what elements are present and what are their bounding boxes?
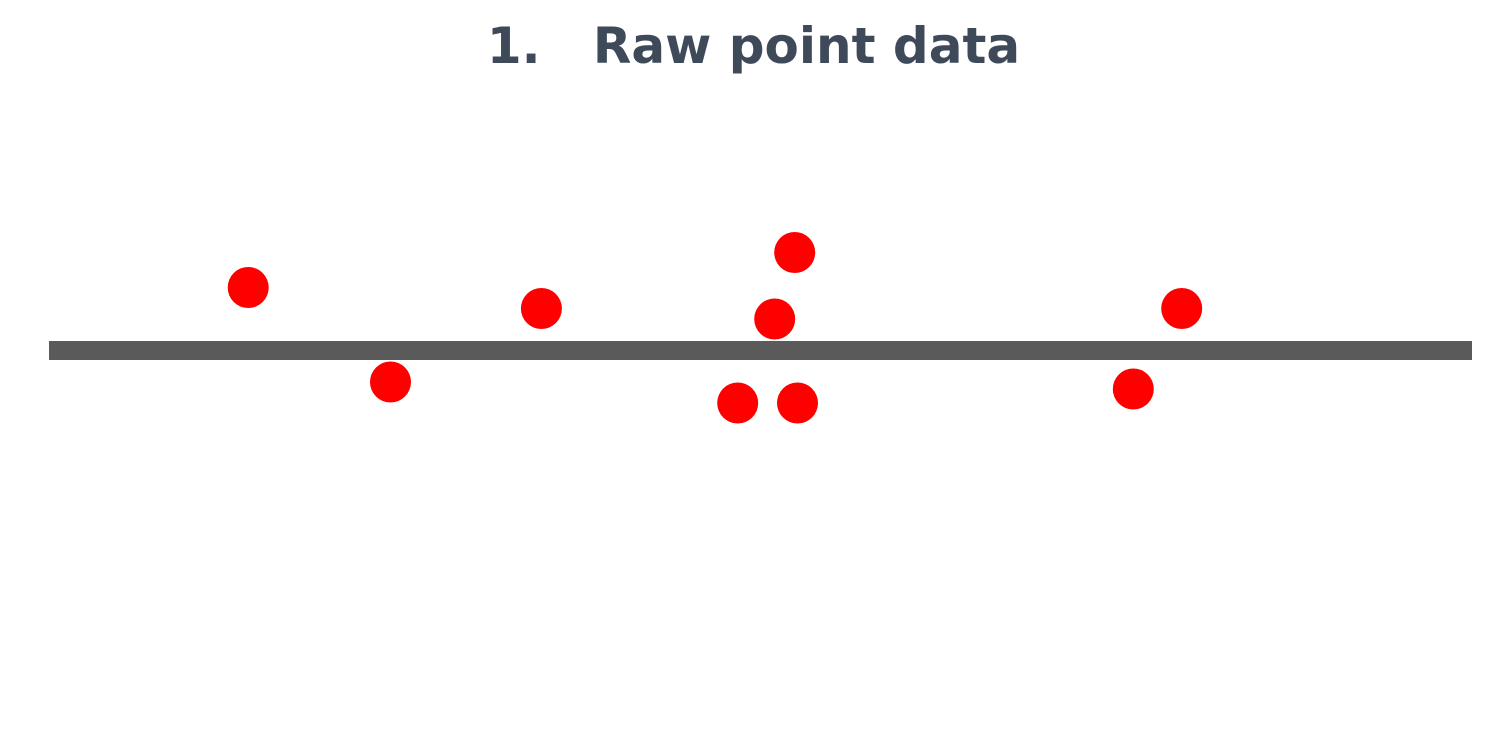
data-point-1 (227, 267, 269, 308)
points-layer (227, 232, 1203, 424)
data-point-4 (717, 382, 759, 424)
data-point-3 (520, 288, 562, 329)
page-title: 1. Raw point data (486, 17, 1021, 75)
data-point-6 (774, 232, 816, 273)
baseline (49, 341, 1472, 360)
data-point-5 (754, 298, 796, 340)
data-point-2 (370, 361, 411, 403)
data-point-9 (1161, 288, 1203, 329)
data-point-7 (777, 382, 818, 424)
data-point-8 (1112, 368, 1154, 410)
